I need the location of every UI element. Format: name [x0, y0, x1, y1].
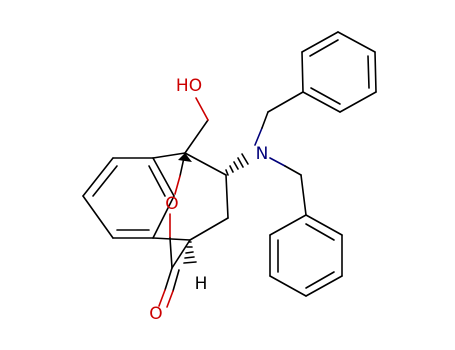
hash-line: [225, 169, 229, 176]
double-bond-inner: [92, 165, 118, 197]
bridge-oxygen-label: O: [165, 194, 178, 214]
bond: [284, 165, 302, 176]
bond: [305, 275, 343, 297]
bicyclic-core: [152, 97, 249, 308]
upper-phenyl-ring: [301, 31, 377, 113]
bond: [171, 239, 191, 269]
bond: [374, 51, 377, 93]
solid-wedge: [178, 153, 192, 162]
bond-oxygen: [166, 290, 174, 308]
bond-oxygen: [158, 289, 166, 307]
bond: [152, 157, 175, 197]
bond: [305, 214, 343, 236]
bond: [261, 111, 269, 129]
bond: [337, 31, 376, 53]
hash-line: [183, 261, 197, 264]
bond: [301, 31, 339, 53]
bond: [184, 152, 227, 176]
bond: [269, 214, 307, 236]
hash-line: [229, 165, 234, 173]
bond: [82, 157, 114, 197]
hash-line: [185, 251, 194, 254]
bond: [267, 91, 304, 113]
hash-line: [233, 161, 239, 170]
double-bond-inner: [305, 271, 335, 289]
hashed-wedge-c4-h: [183, 241, 197, 264]
bond: [302, 91, 341, 113]
dibenzylamine: [254, 91, 307, 216]
bond: [300, 174, 307, 216]
double-bond-inner: [305, 223, 335, 241]
bond-nitrogen: [254, 127, 263, 146]
bond: [152, 237, 191, 241]
double-bond-inner: [367, 55, 370, 89]
hash-line: [184, 256, 195, 259]
bond: [184, 119, 209, 154]
double-bond-inner: [309, 39, 339, 57]
bond-nitrogen: [269, 157, 286, 167]
bond: [164, 267, 173, 291]
lower-phenyl-ring: [269, 214, 343, 297]
bond: [225, 174, 229, 219]
hash-line: [241, 153, 249, 165]
bond: [82, 195, 114, 239]
nitrogen-label: N: [256, 144, 269, 164]
bond: [189, 217, 229, 241]
hashed-wedge-c2-n: [225, 153, 249, 176]
bond: [339, 91, 377, 113]
bond-oxygen: [174, 175, 181, 195]
benzo-ring: [82, 157, 175, 239]
carbonyl-oxygen-label: O: [149, 304, 162, 324]
bond: [152, 195, 175, 239]
bond: [172, 269, 180, 292]
hash-line: [237, 157, 244, 168]
stereo-hydrogen-label: H: [195, 274, 208, 294]
bond: [169, 237, 173, 269]
double-bond-inner: [148, 165, 166, 197]
bond: [269, 275, 307, 297]
hydroxyl-label: HO: [176, 76, 202, 96]
bond: [301, 51, 304, 93]
bond: [152, 152, 186, 159]
double-bond-inner: [310, 87, 341, 105]
bond-oxygen: [195, 97, 209, 121]
